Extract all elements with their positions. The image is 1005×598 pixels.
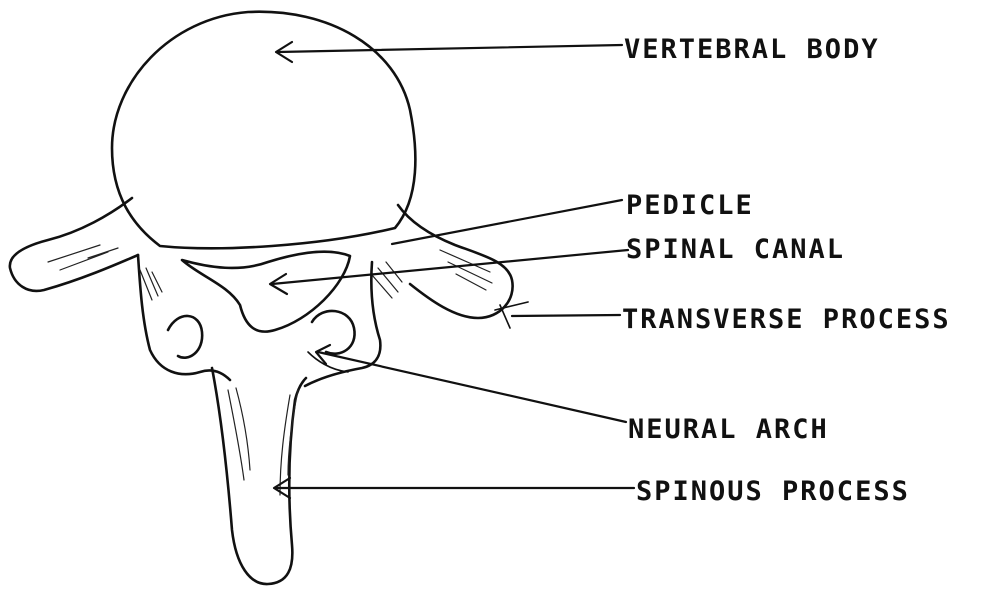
leader-spinal-canal: [272, 250, 628, 284]
leader-vertebral-body: [278, 45, 622, 52]
spinal-canal-outline: [182, 252, 350, 332]
leader-neural-arch: [318, 352, 626, 422]
right-pedicle-hatch: [372, 262, 402, 298]
spinous-left-hatch: [228, 388, 250, 480]
label-vertebral-body: VERTEBRAL BODY: [624, 34, 880, 65]
leader-transverse-process: [512, 315, 620, 316]
right-transverse-process: [398, 205, 513, 318]
label-transverse-process: TRANSVERSE PROCESS: [622, 304, 951, 335]
label-pedicle: PEDICLE: [626, 190, 754, 221]
left-articular-process: [168, 316, 202, 358]
label-spinous-process: SPINOUS PROCESS: [636, 476, 910, 507]
left-pedicle-hatch: [140, 268, 162, 300]
left-transverse-hatch: [48, 245, 118, 270]
leader-pedicle: [392, 200, 622, 244]
vertebral-body-outline: [112, 12, 415, 249]
left-transverse-process: [10, 198, 138, 291]
spinous-process-outline: [212, 368, 306, 584]
label-spinal-canal: SPINAL CANAL: [626, 234, 845, 265]
label-neural-arch: NEURAL ARCH: [628, 414, 829, 445]
right-articular-process: [312, 311, 355, 354]
